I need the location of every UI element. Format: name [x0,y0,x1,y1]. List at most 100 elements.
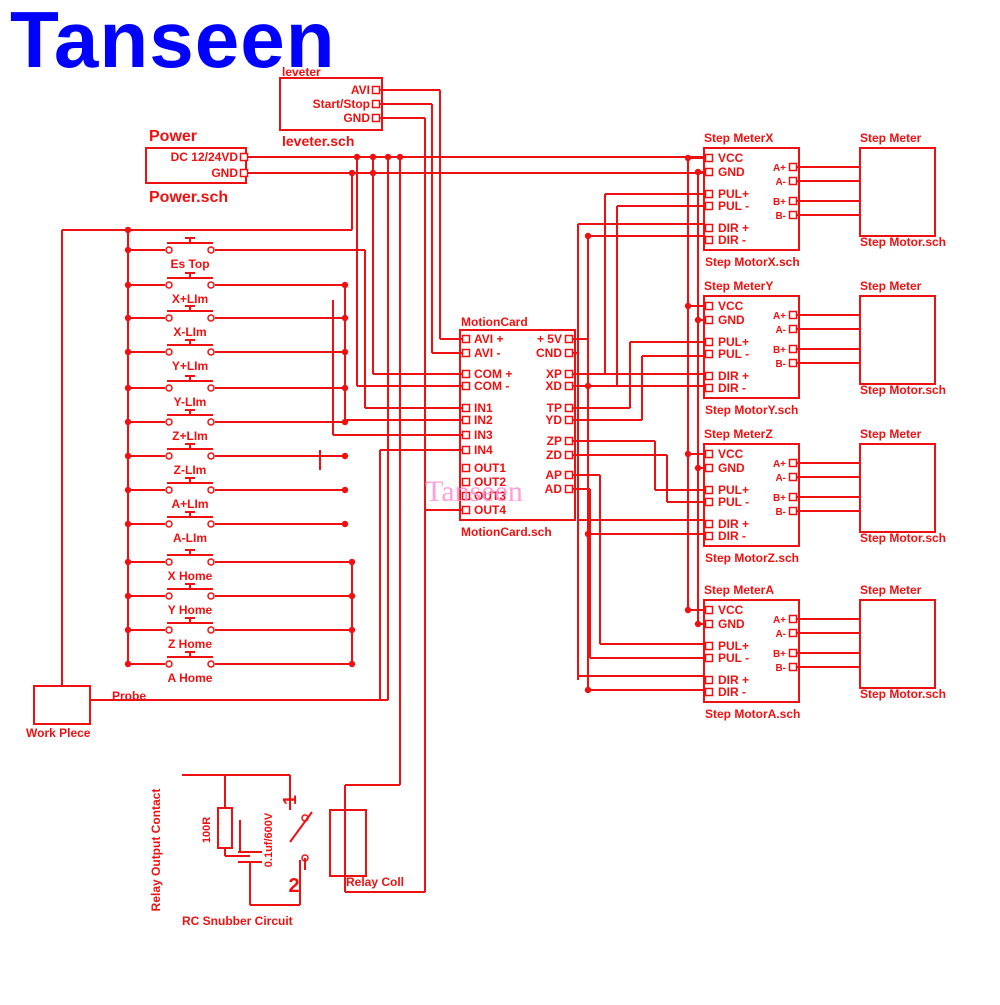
pin-connector [461,430,471,440]
pin-connector [704,153,714,163]
pin-connector [564,436,574,446]
pin-connector [704,653,714,663]
motion-card-right-pin: ZP [547,434,562,448]
pin-connector [704,235,714,245]
driver-right-pin: A+ [773,163,786,174]
pin-connector [371,113,381,123]
driver-left-pin: VCC [718,151,744,165]
motion-card-left-pin: IN3 [474,428,493,442]
motion-card-left-pin: COM + [474,367,512,381]
switch-contact [165,246,173,254]
driver-title: Step MeterX [704,131,773,145]
pin-connector [704,201,714,211]
driver-left-pin: PUL+ [718,335,749,349]
driver-left-pin: PUL - [718,651,749,665]
pin-connector [704,223,714,233]
pin-connector [461,491,471,501]
switch-label: X+LIm [172,292,208,306]
driver-left-pin: PUL - [718,347,749,361]
power-title: Power [149,128,197,145]
motion-card-right-pin: TP [547,401,562,415]
pin-connector [564,381,574,391]
pin-connector [788,492,798,502]
switch-contact [165,418,173,426]
driver-right-pin: A+ [773,311,786,322]
motion-card-left-pin: OUT3 [474,489,506,503]
motion-card-left-pin: IN4 [474,443,493,457]
motor-block [859,599,936,689]
junction-dot [341,520,349,528]
driver-right-pin: B+ [773,345,786,356]
driver-left-pin: DIR - [718,381,746,395]
switch-label: X-LIm [173,325,206,339]
pin-connector [461,369,471,379]
driver-left-pin: GND [718,461,745,475]
resistor [217,807,233,849]
pin-connector [564,450,574,460]
switch-contact [207,348,215,356]
switch-contact [165,281,173,289]
driver-left-pin: DIR + [718,369,749,383]
pin-connector [564,369,574,379]
pin-connector [461,334,471,344]
motion-card-right-pin: XD [545,379,562,393]
driver-block [703,599,800,703]
motion-card-right-pin: XP [546,367,562,381]
driver-left-pin: DIR + [718,673,749,687]
driver-left-pin: DIR - [718,529,746,543]
driver-right-pin: B- [775,507,786,518]
pin-connector [788,472,798,482]
pin-connector [788,662,798,672]
driver-right-pin: A- [775,629,786,640]
switch-contact [207,281,215,289]
pin-connector [461,381,471,391]
pin-connector [788,196,798,206]
motion-card-title: MotionCard [461,315,528,329]
motion-card-left-pin: AVI + [474,332,503,346]
driver-left-pin: DIR - [718,233,746,247]
driver-left-pin: GND [718,617,745,631]
switch-contact [207,592,215,600]
pin-connector [704,485,714,495]
resistor-label: 100R [201,817,213,843]
driver-right-pin: A+ [773,459,786,470]
switch-label: Z-LIm [174,463,207,477]
switch-label: Y Home [168,603,213,617]
driver-right-pin: B- [775,663,786,674]
switch-label: Z Home [168,637,212,651]
leveter-pin-label: Start/Stop [313,97,370,111]
pin-connector [788,176,798,186]
pin-connector [704,497,714,507]
pin-connector [704,531,714,541]
pin-connector [788,310,798,320]
pin-connector [704,619,714,629]
driver-right-pin: B+ [773,493,786,504]
junction-dot [584,686,592,694]
pin-connector [704,605,714,615]
pin-connector [704,349,714,359]
switch-label: Y-LIm [174,395,207,409]
motion-card-left-pin: IN2 [474,413,493,427]
driver-left-pin: DIR + [718,517,749,531]
pin-connector [788,162,798,172]
driver-left-pin: PUL - [718,199,749,213]
pin-connector [788,628,798,638]
motion-card-left-pin: OUT1 [474,461,506,475]
driver-left-pin: GND [718,313,745,327]
driver-right-pin: B+ [773,649,786,660]
pin-connector [704,519,714,529]
motor-file: Step Motor.sch [860,383,946,397]
relay-switch [289,811,313,843]
motor-title: Step Meter [860,583,922,597]
driver-right-pin: B- [775,359,786,370]
motion-card-right-pin: YD [545,413,562,427]
junction-dot [694,168,702,176]
motion-card-left-pin: IN1 [474,401,493,415]
switch-contact [165,486,173,494]
pin-connector [704,167,714,177]
switch-contact [165,558,173,566]
pin-connector [788,648,798,658]
brand-title: Tanseen [10,0,336,84]
motion-card-right-pin: AD [545,482,563,496]
